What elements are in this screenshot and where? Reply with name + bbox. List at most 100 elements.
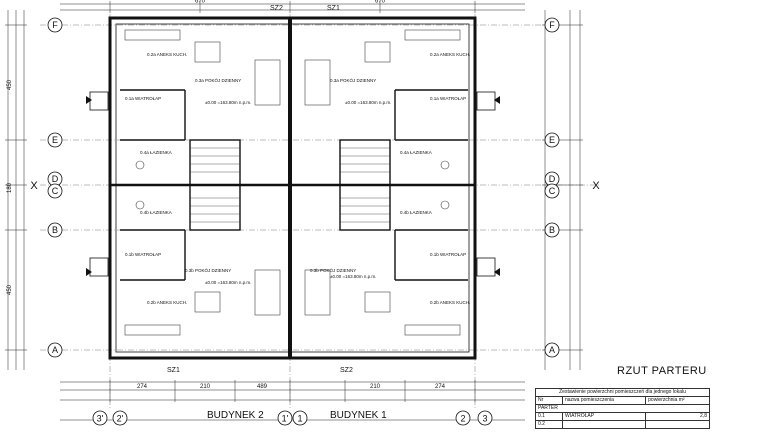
grid-bubble-label: 1' <box>282 414 289 424</box>
grid-bubble-label: F <box>549 20 555 30</box>
grid-bubble-label: 1 <box>297 414 302 424</box>
grid-bubble-label: B <box>549 225 555 235</box>
area-table-caption: Zestawienie powierzchni pomieszczeń dla … <box>535 388 710 397</box>
room-label: 0.4a ŁAZIENKA <box>400 150 432 155</box>
grid-bubble <box>112 410 128 426</box>
building-2-label: BUDYNEK 2 <box>207 410 264 421</box>
grid-bubble-label: 2 <box>460 414 465 424</box>
area-table: Zestawienie powierzchni pomieszczeń dla … <box>535 388 710 429</box>
grid-bubble <box>544 17 560 33</box>
table-cell: 0.2 <box>535 420 563 429</box>
level-note: ±0.00 =163.80m n.p.m. <box>205 100 251 105</box>
room-label: 0.2a ANEKS KUCH. <box>147 52 187 57</box>
dim-side: 180 <box>7 182 13 193</box>
room-label: 0.2b ANEKS KUCH. <box>147 300 187 305</box>
dim-top: 670 <box>375 0 386 5</box>
grid-bubble <box>47 132 63 148</box>
dim-bottom: 274 <box>435 384 446 390</box>
table-cell: 0.1 <box>535 412 563 421</box>
dim-bottom: 210 <box>200 384 211 390</box>
room-label: 0.3a POKÓJ DZIENNY <box>195 77 241 83</box>
grid-bubble <box>455 410 471 426</box>
axis-x-left: X <box>30 180 38 192</box>
room-label: 0.2b ANEKS KUCH. <box>430 300 470 305</box>
grid-bubble-label: C <box>549 186 556 196</box>
table-cell <box>561 420 647 429</box>
grid-bubble <box>47 222 63 238</box>
grid-bubble <box>92 410 108 426</box>
dim-bottom: 489 <box>257 384 268 390</box>
dim-bottom: 274 <box>137 384 148 390</box>
grid-bubble <box>292 410 308 426</box>
table-row: 0.2 <box>535 420 710 429</box>
grid-bubble <box>544 132 560 148</box>
grid-bubble-label: E <box>549 135 555 145</box>
stairs <box>190 147 390 223</box>
grid-bubble <box>47 183 63 199</box>
axis-x-right: X <box>592 180 600 192</box>
grid-bubble-label: 3 <box>482 414 487 424</box>
grid-bubble <box>277 410 293 426</box>
dim-side: 450 <box>7 79 13 90</box>
room-label: 0.3b POKÓJ DZIENNY <box>310 267 356 273</box>
dimension-lines <box>7 3 581 421</box>
windows <box>86 91 500 277</box>
grid-bubble <box>477 410 493 426</box>
dim-side: 450 <box>7 284 13 295</box>
area-table-section: PARTER <box>535 404 710 413</box>
table-cell <box>645 420 710 429</box>
table-row: 0.1 WIATROŁAP 2,8 <box>535 412 710 421</box>
level-note: ±0.00 =163.80m n.p.m. <box>205 280 251 285</box>
grid-bubble-label: D <box>52 174 59 184</box>
area-table-header: powierzchnia m² <box>645 396 710 405</box>
grid-bubble <box>47 17 63 33</box>
building-1-label: BUDYNEK 1 <box>330 410 387 421</box>
grid-bubble <box>47 342 63 358</box>
dimension-ticks <box>5 1 583 402</box>
chimney-label-bottom-right: SZ2 <box>340 367 353 374</box>
room-label: 0.1b WIATROŁAP <box>430 252 466 257</box>
room-label: 0.1b WIATROŁAP <box>125 252 161 257</box>
exterior-walls <box>108 16 477 360</box>
grid-bubble-label: 2' <box>117 414 124 424</box>
chimney-label-top-right: SZ1 <box>327 5 340 12</box>
dimension-values: 670 670 274 210 489 210 274 450 180 450 <box>7 0 446 390</box>
table-cell: WIATROŁAP <box>561 412 647 421</box>
room-label: 0.3b POKÓJ DZIENNY <box>185 267 231 273</box>
interior-walls <box>120 89 468 281</box>
area-table-header: Nr <box>535 396 563 405</box>
room-label: 0.4a ŁAZIENKA <box>140 150 172 155</box>
room-label: 0.4b ŁAZIENKA <box>140 210 172 215</box>
grid-bubble-label: E <box>52 135 58 145</box>
grid-bubble <box>544 222 560 238</box>
grid-bubble <box>544 342 560 358</box>
room-label: 0.1a WIATROŁAP <box>125 96 161 101</box>
grid-bubble-label: A <box>549 345 555 355</box>
level-notes: ±0.00 =163.80m n.p.m. ±0.00 =163.80m n.p… <box>205 100 391 285</box>
furniture <box>124 29 461 336</box>
chimney-label-top-left: SZ2 <box>270 5 283 12</box>
dim-top: 670 <box>195 0 206 5</box>
sheet-title: RZUT PARTERU <box>617 365 707 377</box>
room-labels: 0.2a ANEKS KUCH. 0.3a POKÓJ DZIENNY 0.1a… <box>125 52 470 305</box>
grid-bubble-label: D <box>549 174 556 184</box>
chimney-label-bottom-left: SZ1 <box>167 367 180 374</box>
room-label: 0.3a POKÓJ DZIENNY <box>330 77 376 83</box>
area-table-header: nazwa pomieszczenia <box>561 396 647 405</box>
grid-bubble-label: A <box>52 345 58 355</box>
room-label: 0.2a ANEKS KUCH. <box>430 52 470 57</box>
table-cell: 2,8 <box>645 412 710 421</box>
grid-bubble-label: C <box>52 186 59 196</box>
grid-bubble-label: F <box>52 20 58 30</box>
grid-bubble-label: B <box>52 225 58 235</box>
grid-lines <box>40 14 600 410</box>
dim-bottom: 210 <box>370 384 381 390</box>
grid-bubble <box>544 183 560 199</box>
grid-bubble-label: 3' <box>97 414 104 424</box>
room-label: 0.4b ŁAZIENKA <box>400 210 432 215</box>
level-note: ±0.00 =163.80m n.p.m. <box>345 100 391 105</box>
level-note: ±0.00 =163.80m n.p.m. <box>330 274 376 279</box>
